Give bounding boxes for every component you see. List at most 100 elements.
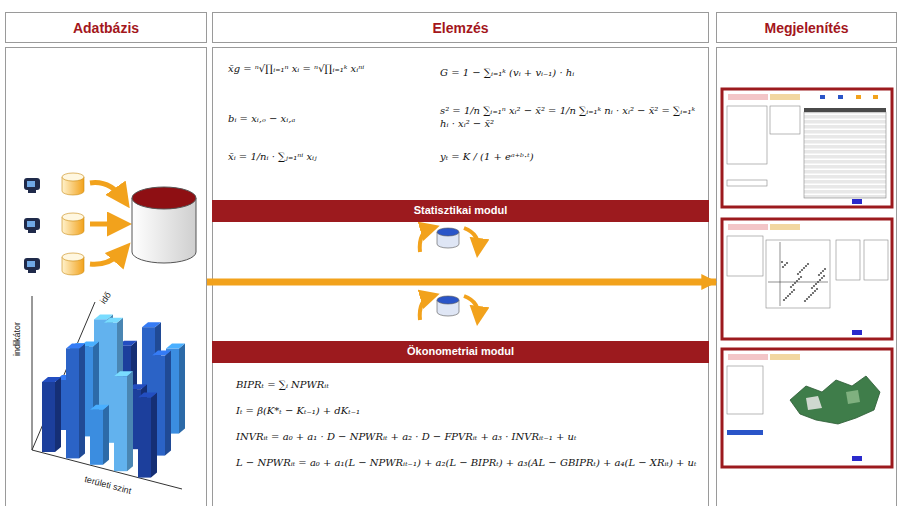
scatter-dot xyxy=(815,283,817,285)
source-computers xyxy=(28,270,36,273)
bar xyxy=(66,348,79,458)
screenshot-map xyxy=(727,366,763,414)
module-band: Ökonometriai modul xyxy=(212,341,709,363)
bar xyxy=(42,377,61,452)
module-cycle-arrows xyxy=(420,228,478,320)
central-database xyxy=(132,187,196,263)
bar xyxy=(104,318,123,323)
scatter-dot xyxy=(821,277,823,279)
module-title: Statisztikai modul xyxy=(212,200,709,220)
screenshot-table xyxy=(727,180,767,186)
scatter-dot xyxy=(820,272,822,274)
formula: INVRᵢₜ = a₀ + a₁ · D − NPWRᵢₜ + a₂ · D −… xyxy=(236,430,702,443)
axis-label: indikátor xyxy=(12,322,22,356)
column-panels xyxy=(6,48,207,506)
screenshot-map xyxy=(852,456,862,461)
screenshot-scatter xyxy=(852,330,862,335)
formula: bᵢ = xᵢ,ₒ − xᵢ,ₐ xyxy=(228,112,428,125)
scatter-dot xyxy=(792,284,794,286)
feed-arrows xyxy=(90,183,124,200)
bar xyxy=(42,377,61,382)
module-cycle-arrows xyxy=(464,296,478,318)
axis-label: területi szint xyxy=(83,474,132,496)
screenshot-scatter xyxy=(766,240,830,308)
scatter-dot xyxy=(806,298,808,300)
bar-chart-axes xyxy=(32,296,182,489)
formula: x̄ᵢ = 1/nᵢ · ∑ⱼ₌₁ⁿⁱ xᵢⱼ xyxy=(228,150,428,163)
source-computers xyxy=(24,178,40,193)
scatter-dot xyxy=(791,291,793,293)
scatter-dot xyxy=(784,264,786,266)
column-panels xyxy=(6,48,897,506)
screenshot-map xyxy=(770,354,800,360)
central-database xyxy=(132,187,196,209)
scatter-dot xyxy=(812,292,814,294)
screenshot-table xyxy=(804,112,886,198)
scatter-dot xyxy=(801,269,803,271)
formula: x̄g = ⁿ√∏ᵢ₌₁ⁿ xᵢ = ⁿ√∏ᵢ₌₁ᵏ xᵢⁿⁱ xyxy=(228,62,428,75)
screenshot-scatter xyxy=(864,240,888,280)
scatter-dot xyxy=(785,297,787,299)
column-panels xyxy=(717,48,897,506)
module-databases xyxy=(437,228,459,248)
feed-arrows xyxy=(90,222,122,227)
scatter-dot xyxy=(803,267,805,269)
bar xyxy=(152,351,171,356)
screenshot-table xyxy=(838,95,843,99)
column-heading: Adatbázis xyxy=(5,12,207,43)
scatter-dot xyxy=(804,300,806,302)
scatter-dot xyxy=(816,288,818,290)
scatter-dot xyxy=(805,265,807,267)
column-heading: Megjelenítés xyxy=(716,12,897,43)
bar xyxy=(114,371,133,471)
bar xyxy=(66,343,85,348)
column-heading: Elemzés xyxy=(212,12,709,43)
scatter-dot xyxy=(796,280,798,282)
screenshot-table xyxy=(770,94,800,100)
source-databases xyxy=(62,213,84,221)
bar xyxy=(179,344,185,434)
source-computers xyxy=(24,178,40,190)
scatter-dot xyxy=(783,299,785,301)
source-computers xyxy=(24,218,40,230)
screenshot-scatter xyxy=(722,219,892,339)
scatter-dot xyxy=(813,285,815,287)
scatter-dot xyxy=(786,262,788,264)
screenshot-scatter xyxy=(770,224,800,230)
scatter-dot xyxy=(790,286,792,288)
screenshot-table xyxy=(804,108,886,112)
bar xyxy=(103,405,109,465)
screenshot-map xyxy=(722,349,892,467)
source-databases xyxy=(62,173,84,181)
bar xyxy=(138,393,157,398)
source-computers xyxy=(24,218,40,233)
formula: L − NPWRᵢₜ = a₀ + a₁(L − NPWRᵢₜ₋₁) + a₂(… xyxy=(236,456,702,469)
bar-chart xyxy=(42,314,185,477)
formula: yₜ = K / (1 + eᵃ⁺ᵇ·ᵗ) xyxy=(440,150,702,163)
scatter-dot xyxy=(817,281,819,283)
bar xyxy=(66,343,85,458)
screenshot-map xyxy=(806,396,822,410)
scatter-dot xyxy=(800,276,802,278)
screenshot-scatter xyxy=(722,219,892,339)
scatter-dot xyxy=(807,263,809,265)
scatter-dot xyxy=(794,282,796,284)
formula: BIPRₜ = ∑ᵢ NPWRᵢₜ xyxy=(236,378,702,391)
screenshot-table xyxy=(727,106,767,164)
module-cycle-arrows xyxy=(464,228,478,250)
scatter-dot xyxy=(824,268,826,270)
source-databases xyxy=(62,173,84,275)
bar-chart-axes xyxy=(32,296,33,450)
scatter-dot xyxy=(823,275,825,277)
screenshot-map xyxy=(728,354,768,360)
module-databases xyxy=(437,228,459,316)
column-panels xyxy=(213,48,709,506)
screenshot-table xyxy=(728,94,768,100)
scatter-dot xyxy=(793,289,795,291)
module-cycle-arrows xyxy=(420,296,432,320)
bar xyxy=(142,322,161,327)
screenshot-scatter xyxy=(768,282,828,283)
scatter-dot xyxy=(787,295,789,297)
bar xyxy=(151,393,157,478)
